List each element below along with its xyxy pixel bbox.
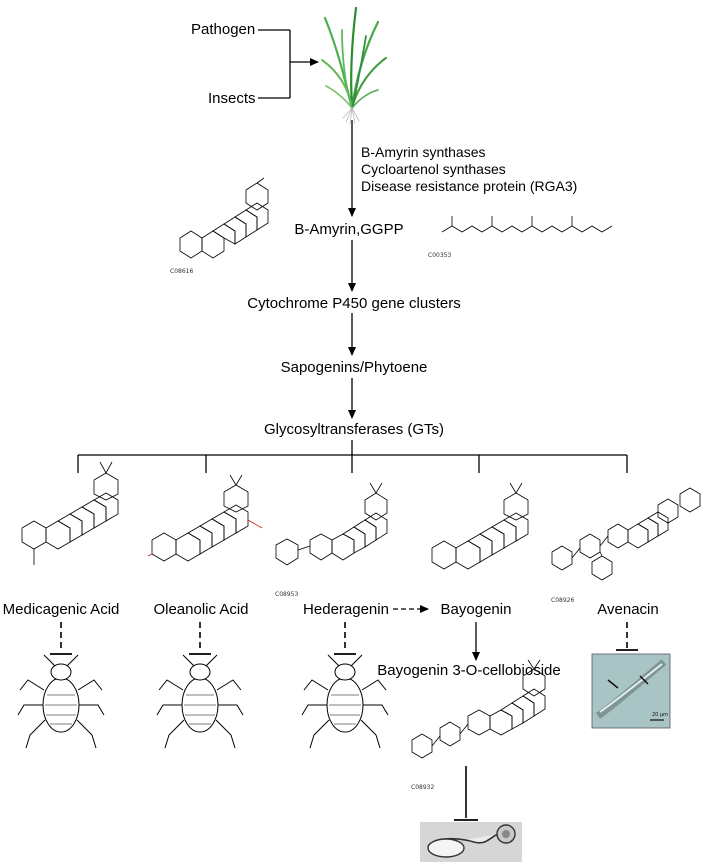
- inhibit-avenacin: [616, 622, 638, 651]
- inhibit-oleanolic: [189, 622, 211, 655]
- inhibit-medicagenic: [50, 622, 72, 655]
- derived-cellobioside: Bayogenin 3-O-cellobioside: [377, 662, 561, 679]
- product-bayogenin: Bayogenin: [440, 601, 512, 618]
- cellobioside-code: C08932: [411, 784, 435, 791]
- precursor-label: B-Amyrin,GGPP: [294, 221, 404, 238]
- amyrin-code: C08616: [170, 268, 194, 275]
- inhibit-hederagenin: [334, 622, 356, 655]
- insect-icon-1: [17, 654, 105, 749]
- pathogen-label: Pathogen: [191, 21, 256, 38]
- ggpp-code: C00353: [428, 252, 452, 259]
- insect-icon-3: [301, 654, 389, 749]
- hederagenin-code: C08953: [275, 591, 299, 598]
- bayogenin-structure: [431, 482, 529, 570]
- enzyme-item: B-Amyrin synthases: [361, 144, 486, 160]
- input-bracket: [258, 29, 319, 99]
- enzyme-item: Disease resistance protein (RGA3): [361, 178, 578, 194]
- p450-label: Cytochrome P450 gene clusters: [247, 295, 461, 312]
- hederagenin-structure: [275, 482, 388, 566]
- oleanolic-structure: [147, 474, 263, 562]
- enzyme-list: B-Amyrin synthases Cycloartenol synthase…: [361, 144, 577, 195]
- amyrin-structure: [179, 177, 269, 259]
- rice-plant-image: [321, 6, 387, 125]
- product-avenacin: Avenacin: [597, 601, 659, 618]
- ggpp-structure: [441, 216, 613, 233]
- medicagenic-structure: [21, 461, 119, 565]
- product-medicagenic: Medicagenic Acid: [2, 601, 120, 618]
- insects-label: Insects: [208, 90, 256, 107]
- sapogenins-label: Sapogenins/Phytoene: [280, 359, 428, 376]
- product-hederagenin: Hederagenin: [303, 601, 389, 618]
- cellobioside-structure: [411, 659, 546, 759]
- branch-tree: [77, 440, 628, 473]
- avenacin-structure: [551, 487, 701, 581]
- enzyme-item: Cycloartenol synthases: [361, 161, 506, 177]
- gts-label: Glycosyltransferases (GTs): [263, 421, 445, 438]
- avenacin-code: C08926: [551, 597, 575, 604]
- cellobioside-micrograph: [420, 822, 522, 862]
- inhibit-cellobioside: [454, 766, 478, 821]
- insect-icon-2: [156, 654, 244, 749]
- product-oleanolic: Oleanolic Acid: [153, 601, 249, 618]
- avenacin-micrograph: [591, 653, 671, 729]
- scale-bar-label: 20 μm: [652, 712, 669, 718]
